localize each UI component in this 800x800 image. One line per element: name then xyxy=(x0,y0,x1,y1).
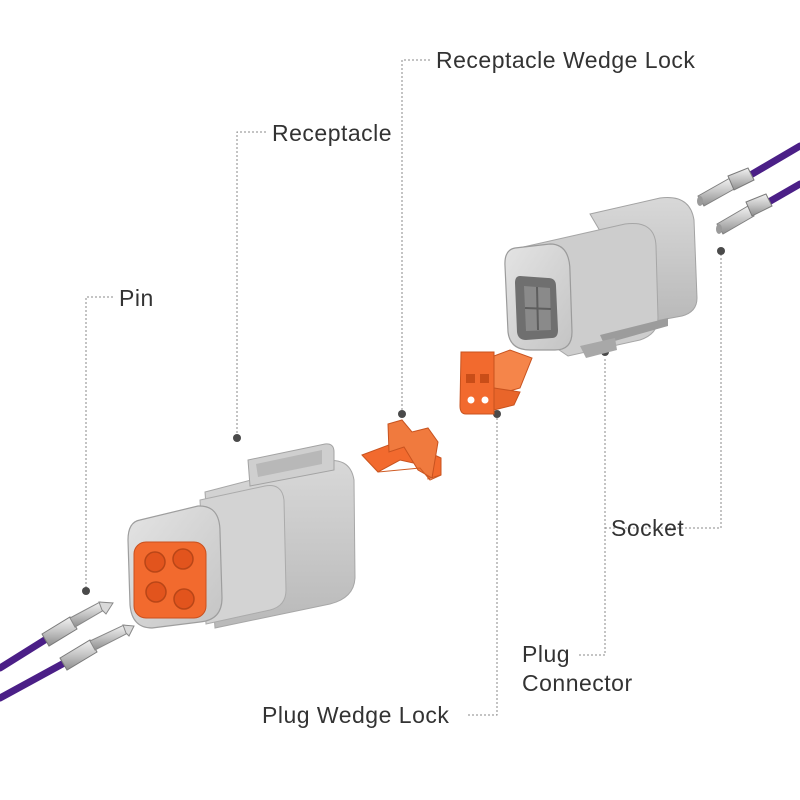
socket-terminal-top xyxy=(697,167,755,207)
pin-terminal-bottom xyxy=(59,624,135,671)
leader-line-socket xyxy=(605,252,722,529)
plug-wedge-lock xyxy=(459,349,533,415)
leader-line-plug-wedge-lock xyxy=(468,413,498,716)
plug-wedge-lock-label: Plug Wedge Lock xyxy=(262,702,450,728)
receptacle-wedge-lock-label: Receptacle Wedge Lock xyxy=(436,47,696,73)
pin-wires xyxy=(0,634,70,702)
plug-connector-label: Plug Connector xyxy=(522,640,633,698)
leader-line-receptacle-wedge-lock xyxy=(401,59,430,413)
plug-connector-label-line2: Connector xyxy=(522,669,633,696)
leader-line-receptacle xyxy=(236,131,266,437)
pin-label: Pin xyxy=(119,285,154,311)
leader-lines xyxy=(85,59,722,716)
leader-line-pin xyxy=(85,296,113,590)
plug-connector-housing xyxy=(504,196,698,358)
leader-line-plug-connector xyxy=(579,358,606,656)
plug-connector-label-line1: Plug xyxy=(522,641,571,667)
socket-label: Socket xyxy=(611,515,685,541)
receptacle-housing xyxy=(127,443,356,629)
receptacle-label: Receptacle xyxy=(272,120,393,146)
socket-terminal-bottom xyxy=(716,193,773,235)
pin-terminal-top xyxy=(41,601,114,647)
receptacle-wedge-lock xyxy=(361,419,442,481)
